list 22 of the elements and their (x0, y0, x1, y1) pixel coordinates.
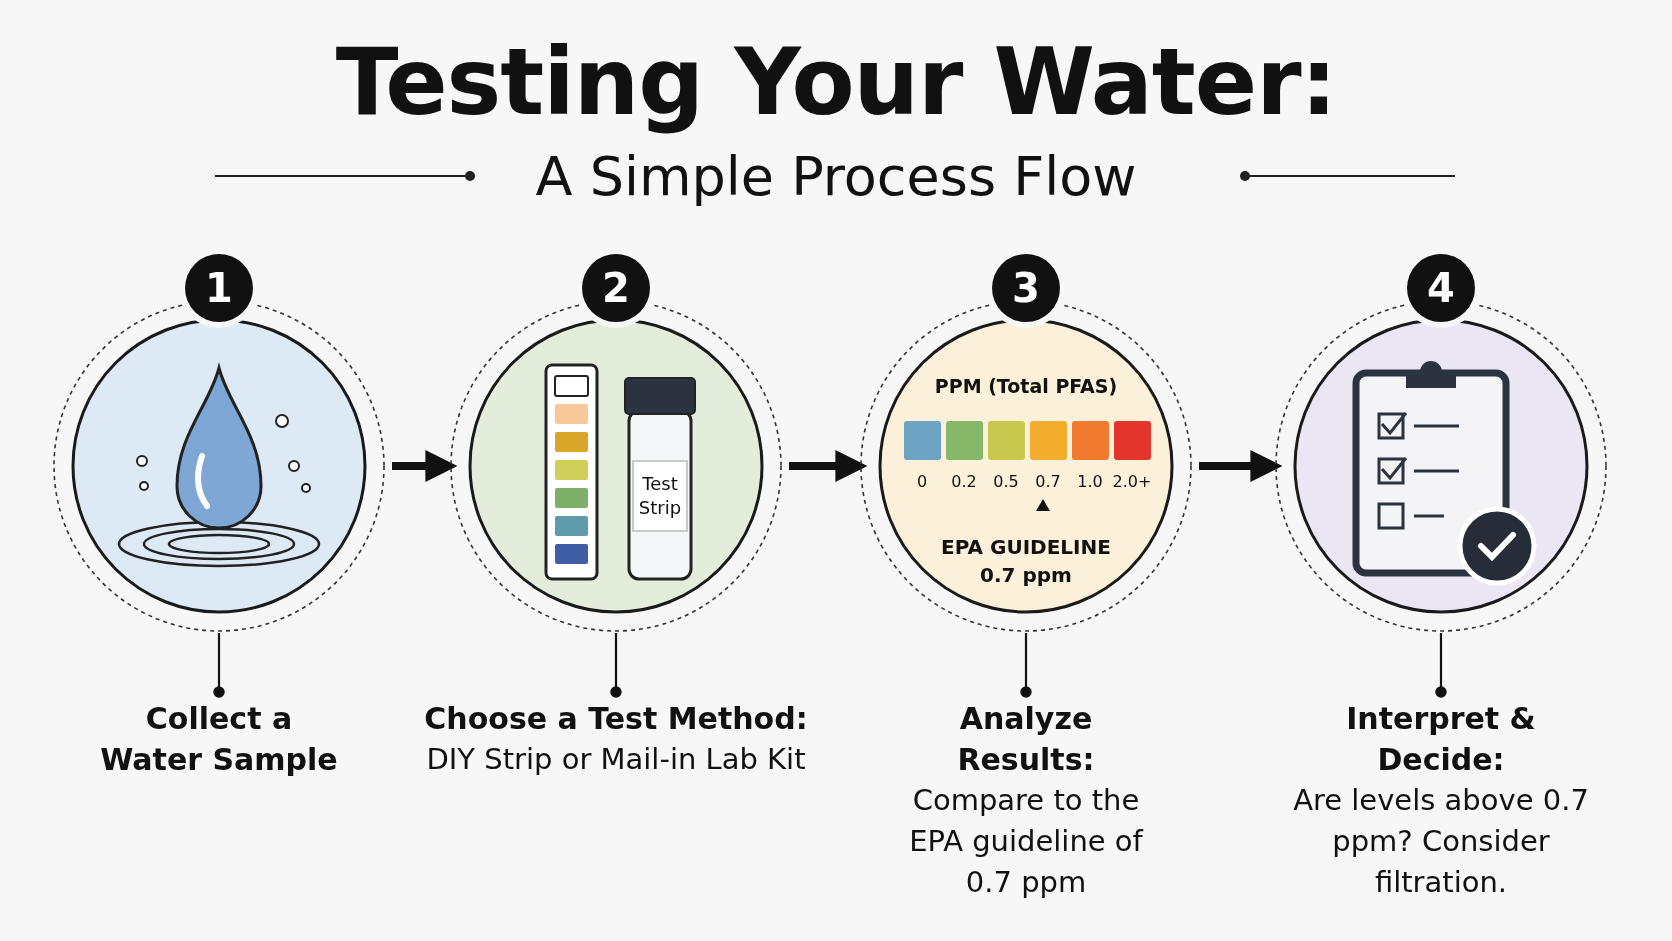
scale-value: 0.2 (951, 471, 977, 491)
scale-value: 0.7 (1035, 471, 1061, 491)
title: Testing Your Water: (335, 28, 1337, 136)
leader-line (610, 633, 622, 698)
leader-line (1020, 633, 1032, 698)
scale-value: 0.5 (993, 471, 1019, 491)
step-description: DIY Strip or Mail-in Lab Kit (425, 741, 807, 778)
step-description: Compare to the EPA guideline of 0.7 ppm (908, 782, 1145, 901)
leader-line (213, 633, 225, 698)
step-title: Collect a Water Sample (99, 700, 339, 779)
guideline-text: EPA GUIDELINE 0.7 ppm (940, 534, 1112, 589)
step-title: Choose a Test Method: (423, 700, 809, 738)
subtitle: A Simple Process Flow (535, 144, 1137, 208)
step-title: Analyze Results: (956, 700, 1096, 779)
vial-label: Test Strip (637, 472, 683, 520)
leader-line (1435, 633, 1447, 698)
scale-value: 2.0+ (1112, 471, 1152, 491)
step-description: Are levels above 0.7 ppm? Consider filtration. (1292, 782, 1590, 901)
scale-value: 0 (916, 471, 928, 491)
step-title: Interpret & Decide: (1345, 700, 1537, 779)
scale-title: PPM (Total PFAS) (934, 375, 1118, 397)
scale-value: 1.0 (1077, 471, 1103, 491)
